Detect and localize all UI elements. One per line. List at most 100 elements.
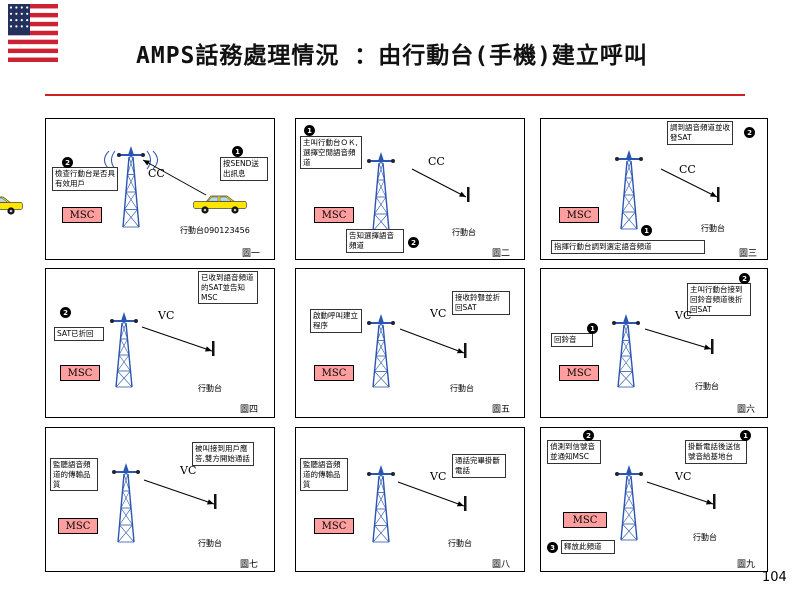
channel-label: VC: [430, 470, 447, 483]
channel-label: VC: [158, 309, 175, 322]
car-icon: [193, 195, 247, 214]
signal-arrow: [142, 159, 207, 196]
speech-callout: 調到語音頻道並收發SAT: [667, 121, 733, 145]
step-badge: 1: [587, 323, 598, 334]
panel-drawing: [615, 465, 716, 541]
speech-callout: 檢查行動台是否具有效用戶: [52, 167, 118, 191]
signal-arrow: [646, 481, 714, 505]
mobile-station-icon: [464, 343, 467, 358]
figure-caption: 圖八: [492, 560, 511, 570]
speech-callout: 主叫行動台接到回鈴音頻道後折回SAT: [687, 283, 751, 317]
panel-drawing: [104, 146, 247, 228]
step-badge: 2: [739, 273, 750, 284]
panel-drawing: [367, 314, 467, 388]
step-badge: 2: [60, 307, 71, 318]
speech-callout: 按SEND送出訊息: [220, 157, 268, 181]
msc-box: MSC: [62, 207, 102, 223]
step-badge: 1: [304, 125, 315, 136]
msc-box: MSC: [314, 365, 354, 381]
mobile-station-label: 行動台: [448, 539, 472, 548]
msc-box: MSC: [559, 207, 599, 223]
step-badge: 1: [740, 430, 751, 441]
step-badge: 1: [232, 146, 243, 157]
channel-label: VC: [430, 307, 447, 320]
mobile-station-label: 行動台090123456: [180, 226, 250, 235]
figure-caption: 圖一: [242, 249, 261, 259]
channel-label: VC: [180, 464, 197, 477]
mobile-station-label: 行動台: [198, 384, 222, 393]
speech-callout: 釋放此頻道: [561, 540, 615, 554]
step-badge: 2: [583, 430, 594, 441]
signal-arrow: [141, 326, 213, 352]
speech-callout: 掛斷電話後送信號音給基地台: [685, 440, 747, 464]
title-divider: [45, 94, 745, 96]
mobile-station-label: 行動台: [701, 224, 725, 233]
mobile-station-icon: [212, 341, 215, 356]
msc-box: MSC: [314, 207, 354, 223]
msc-box: MSC: [58, 518, 98, 534]
antenna-tower-icon: [615, 465, 643, 541]
antenna-tower-icon: [367, 152, 395, 232]
diagram-panel-4: MSC 已收到語音頻道的SAT並告知MSC SAT已折回 2 VC 行動台圖四: [45, 268, 275, 418]
speech-callout: 告知選擇語音頻道: [346, 229, 404, 253]
signal-arrow: [143, 479, 215, 505]
signal-arrow: [399, 328, 465, 354]
speech-callout: 監聽語音頻道的傳輸品質: [50, 458, 98, 492]
figure-caption: 圖四: [240, 405, 259, 415]
figure-caption: 圖二: [492, 249, 511, 259]
step-badge: 2: [62, 157, 73, 168]
msc-box: MSC: [559, 365, 599, 381]
channel-label: VC: [675, 309, 692, 322]
figure-caption: 圖七: [240, 560, 259, 570]
speech-callout: 主叫行動台ＯＫ,選擇空閒語音頻道: [300, 136, 362, 170]
panel-drawing: [612, 314, 714, 388]
mobile-station-label: 行動台: [450, 384, 474, 393]
msc-box: MSC: [60, 365, 100, 381]
panel-drawing: [110, 312, 215, 388]
signal-arrow: [397, 481, 465, 507]
speech-callout: 啟動呼叫建立程序: [310, 309, 362, 333]
msc-box: MSC: [314, 518, 354, 534]
antenna-tower-icon: [112, 463, 140, 543]
signal-arrow: [411, 168, 467, 198]
figure-caption: 圖三: [739, 249, 758, 259]
antenna-tower-icon: [367, 465, 395, 543]
step-badge: 3: [547, 542, 558, 553]
channel-label: CC: [148, 167, 165, 180]
panel-drawing: [367, 465, 467, 543]
step-badge: 1: [641, 225, 652, 236]
mobile-station-icon: [717, 187, 720, 202]
mobile-station-icon: [214, 494, 217, 509]
antenna-tower-icon: [110, 312, 138, 388]
mobile-station-label: 行動台: [452, 228, 476, 237]
speech-callout: SAT已折回: [54, 327, 104, 341]
figure-caption: 圖五: [492, 405, 511, 415]
us-flag-icon: [8, 4, 58, 62]
signal-arrow: [644, 328, 712, 350]
antenna-tower-icon: [615, 150, 643, 230]
channel-label: CC: [428, 155, 445, 168]
antenna-tower-icon: [367, 314, 395, 388]
channel-label: VC: [675, 470, 692, 483]
panel-drawing: [112, 463, 217, 543]
mobile-station-icon: [467, 187, 470, 202]
mobile-station-icon: [711, 339, 714, 354]
speech-callout: 偵測到信號音並通知MSC: [547, 440, 601, 464]
speech-callout: 已收到語音頻道的SAT並告知MSC: [198, 271, 258, 305]
antenna-tower-icon: [612, 314, 640, 388]
speech-callout: 回鈴音: [551, 333, 593, 347]
speech-callout: 監聽語音頻道的傳輸品質: [300, 458, 348, 492]
channel-label: CC: [679, 163, 696, 176]
car-icon: [0, 196, 23, 215]
figure-caption: 圖六: [737, 405, 756, 415]
msc-box: MSC: [563, 512, 607, 528]
